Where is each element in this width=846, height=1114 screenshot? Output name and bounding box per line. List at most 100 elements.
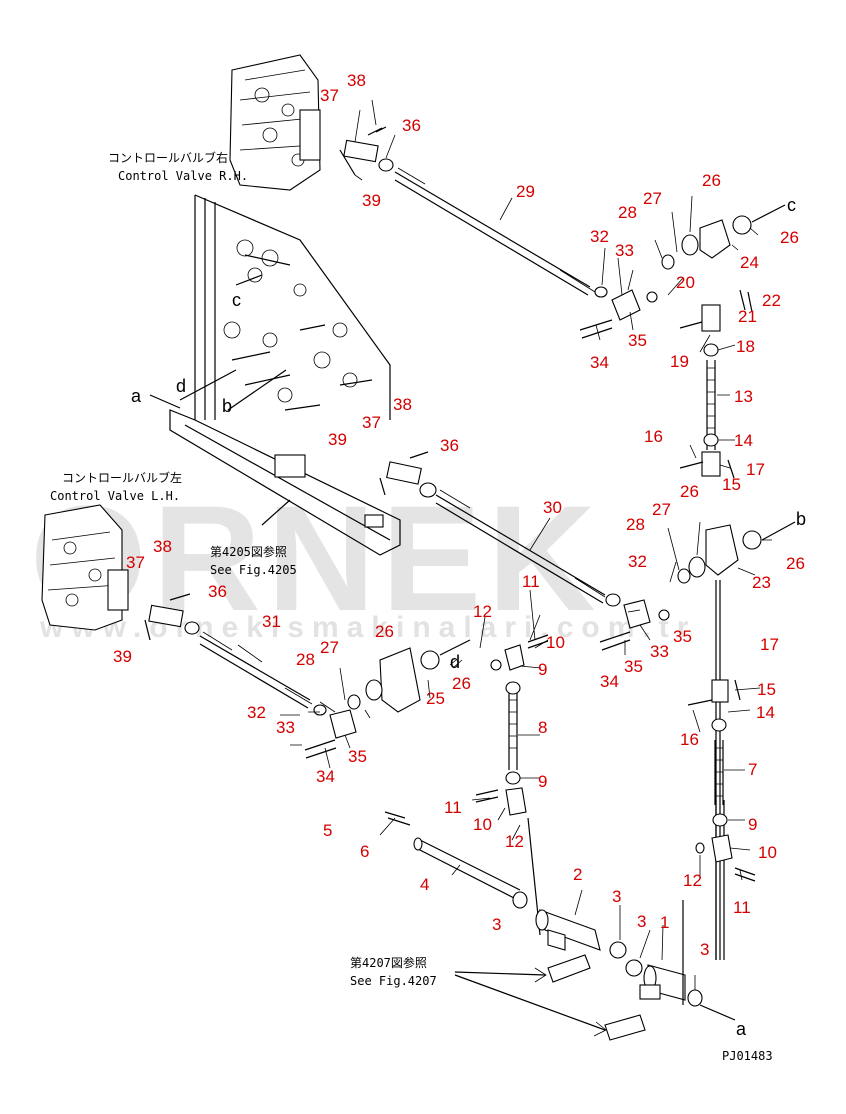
callout-34b[interactable]: 34 <box>600 672 619 691</box>
callout-37b[interactable]: 37 <box>362 413 381 432</box>
callout-25[interactable]: 25 <box>426 689 445 708</box>
drawing-code: PJ01483 <box>722 1049 773 1063</box>
callout-12c[interactable]: 12 <box>683 871 702 890</box>
control-valve-rh <box>229 54 321 191</box>
lever-24 <box>699 219 731 259</box>
callout-26c[interactable]: 26 <box>680 482 699 501</box>
callout-10c[interactable]: 10 <box>758 843 777 862</box>
callout-35a[interactable]: 35 <box>628 331 647 350</box>
callout-35b[interactable]: 35 <box>673 627 692 646</box>
letter-c-left: c <box>232 290 241 310</box>
rod-7 <box>714 740 724 805</box>
callout-11c[interactable]: 11 <box>733 898 751 917</box>
callout-32c[interactable]: 32 <box>247 703 266 722</box>
callout-28a[interactable]: 28 <box>618 203 637 222</box>
watermark-brand: ORNEK <box>30 474 602 642</box>
callout-27a[interactable]: 27 <box>643 189 662 208</box>
callout-26a[interactable]: 26 <box>702 171 721 190</box>
callout-3a[interactable]: 3 <box>492 915 501 934</box>
rod-31 <box>199 635 311 709</box>
callout-28c[interactable]: 28 <box>296 650 315 669</box>
callout-39c[interactable]: 39 <box>113 647 132 666</box>
callout-30[interactable]: 30 <box>543 498 562 517</box>
clevis-33-top <box>611 289 641 321</box>
callout-34a[interactable]: 34 <box>590 353 609 372</box>
valve-rh-jp-label: コントロールバルブ右 <box>108 150 228 165</box>
callout-11a[interactable]: 11 <box>522 572 540 591</box>
callout-23[interactable]: 23 <box>752 573 771 592</box>
callout-26d[interactable]: 26 <box>786 554 805 573</box>
callout-26f[interactable]: 26 <box>452 674 471 693</box>
callout-38b[interactable]: 38 <box>393 395 412 414</box>
callout-22[interactable]: 22 <box>762 291 781 310</box>
callout-3c[interactable]: 3 <box>637 912 646 931</box>
callout-5[interactable]: 5 <box>323 821 332 840</box>
callout-17a[interactable]: 17 <box>746 460 765 479</box>
callout-19[interactable]: 19 <box>670 352 689 371</box>
callout-3d[interactable]: 3 <box>700 940 709 959</box>
callout-14a[interactable]: 14 <box>734 431 753 450</box>
callout-27c[interactable]: 27 <box>320 638 339 657</box>
callout-36b[interactable]: 36 <box>440 436 459 455</box>
callout-12b[interactable]: 12 <box>505 832 524 851</box>
callout-26e[interactable]: 26 <box>375 622 394 641</box>
letter-b-right: b <box>796 509 806 529</box>
callout-8[interactable]: 8 <box>538 718 547 737</box>
callout-37a[interactable]: 37 <box>320 86 339 105</box>
callout-35c[interactable]: 35 <box>624 657 643 676</box>
callout-36a[interactable]: 36 <box>402 116 421 135</box>
callout-9a[interactable]: 9 <box>538 660 547 679</box>
callout-24[interactable]: 24 <box>740 253 759 272</box>
callout-26b[interactable]: 26 <box>780 228 799 247</box>
callout-4[interactable]: 4 <box>420 875 429 894</box>
callout-6[interactable]: 6 <box>360 842 369 861</box>
callout-9c[interactable]: 9 <box>748 815 757 834</box>
callout-33b[interactable]: 33 <box>650 642 669 661</box>
callout-21[interactable]: 21 <box>738 307 757 326</box>
callout-11b[interactable]: 11 <box>444 798 462 817</box>
callout-10a[interactable]: 10 <box>546 633 565 652</box>
letter-a-right: a <box>736 1019 747 1039</box>
callout-10b[interactable]: 10 <box>473 815 492 834</box>
callout-38c[interactable]: 38 <box>153 537 172 556</box>
callout-32b[interactable]: 32 <box>628 552 647 571</box>
callout-37c[interactable]: 37 <box>126 553 145 572</box>
callout-32a[interactable]: 32 <box>590 227 609 246</box>
ref-4205-jp: 第4205図参照 <box>210 544 287 559</box>
callout-15b[interactable]: 15 <box>757 680 776 699</box>
callout-36c[interactable]: 36 <box>208 582 227 601</box>
lever-25 <box>379 647 421 713</box>
callout-15a[interactable]: 15 <box>722 475 741 494</box>
callout-27b[interactable]: 27 <box>652 500 671 519</box>
callout-2[interactable]: 2 <box>573 865 582 884</box>
callout-34c[interactable]: 34 <box>316 767 335 786</box>
callout-28b[interactable]: 28 <box>626 515 645 534</box>
callout-33c[interactable]: 33 <box>276 718 295 737</box>
callout-9b[interactable]: 9 <box>538 772 547 791</box>
shaft-4 <box>415 839 521 899</box>
callout-12a[interactable]: 12 <box>473 602 492 621</box>
callout-14b[interactable]: 14 <box>756 703 775 722</box>
callout-7[interactable]: 7 <box>748 760 757 779</box>
callout-38a[interactable]: 38 <box>347 71 366 90</box>
callout-16a[interactable]: 16 <box>644 427 663 446</box>
callout-35d[interactable]: 35 <box>348 747 367 766</box>
callout-18[interactable]: 18 <box>736 337 755 356</box>
ref-4207-en: See Fig.4207 <box>350 974 437 988</box>
callout-layer: 1 2 3 3 3 3 4 5 6 7 8 9 9 9 10 10 10 11 … <box>113 71 805 959</box>
callout-20[interactable]: 20 <box>676 273 695 292</box>
callout-31[interactable]: 31 <box>262 612 281 631</box>
callout-17b[interactable]: 17 <box>760 635 779 654</box>
callout-3b[interactable]: 3 <box>612 887 621 906</box>
callout-39a[interactable]: 39 <box>362 191 381 210</box>
letter-c-right: c <box>787 195 796 215</box>
ref-4205-en: See Fig.4205 <box>210 563 297 577</box>
valve-lh-en-label: Control Valve L.H. <box>50 489 180 503</box>
callout-13[interactable]: 13 <box>734 387 753 406</box>
callout-29[interactable]: 29 <box>516 182 535 201</box>
callout-39b[interactable]: 39 <box>328 430 347 449</box>
callout-1[interactable]: 1 <box>660 913 669 932</box>
clevis-15-top <box>701 451 721 477</box>
callout-16b[interactable]: 16 <box>680 730 699 749</box>
callout-33a[interactable]: 33 <box>615 241 634 260</box>
